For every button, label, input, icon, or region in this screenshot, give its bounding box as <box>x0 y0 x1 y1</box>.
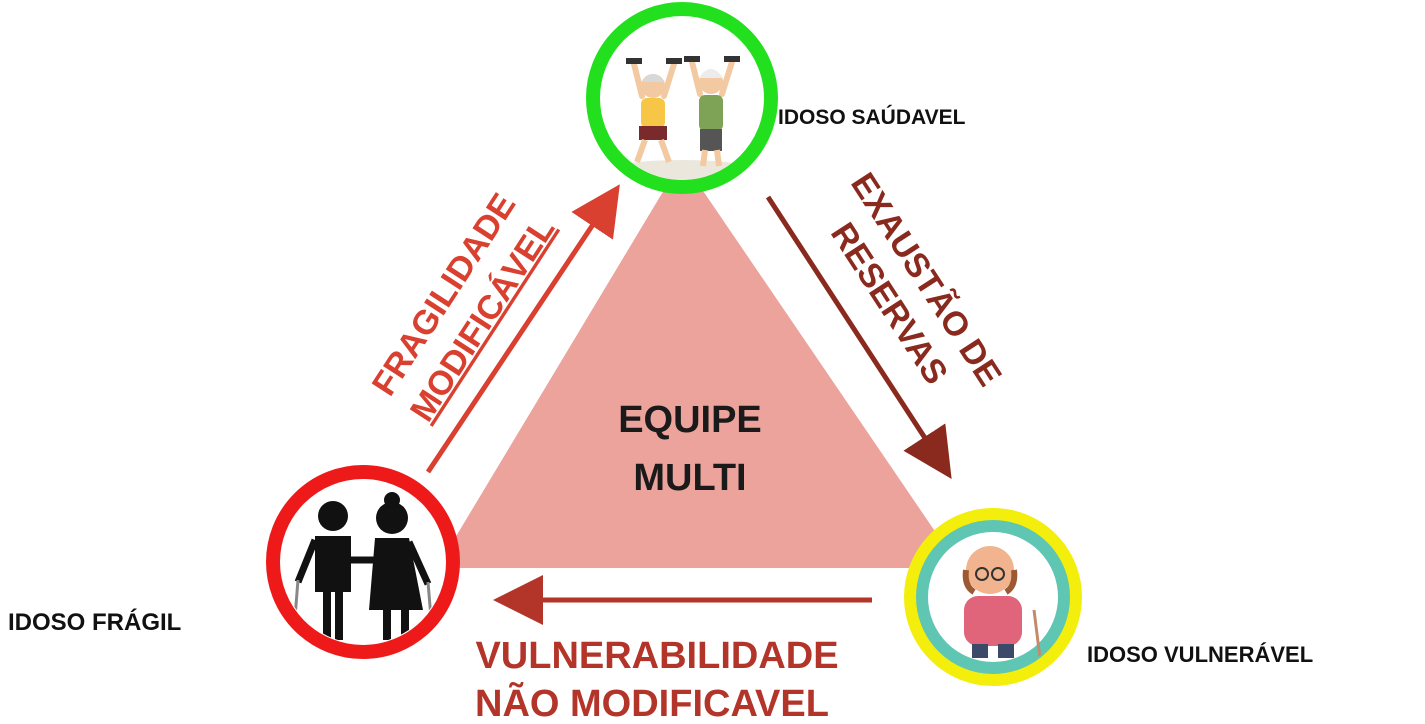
center-label-line1: EQUIPE <box>618 399 762 441</box>
arrow-reserve-exhaustion <box>765 195 952 479</box>
transition-bottom-line1: VULNERABILIDADE <box>475 635 838 677</box>
arrow-fragility-modifiable <box>425 184 620 474</box>
node-vulnerable <box>904 508 1082 686</box>
center-label-line2: MULTI <box>633 457 746 499</box>
vulnerable-elderly-icon <box>962 546 1042 659</box>
frail-elderly-icon <box>292 492 434 640</box>
node-healthy <box>586 2 778 194</box>
transition-bottom-line2: NÃO MODIFICAVEL <box>475 681 829 724</box>
label-idoso-saudavel: IDOSO SAÚDAVEL <box>778 105 966 129</box>
label-idoso-fragil: IDOSO FRÁGIL <box>8 608 181 636</box>
center-triangle <box>437 160 960 568</box>
label-idoso-vulneravel: IDOSO VULNERÁVEL <box>1087 642 1313 667</box>
node-frail <box>266 465 460 659</box>
